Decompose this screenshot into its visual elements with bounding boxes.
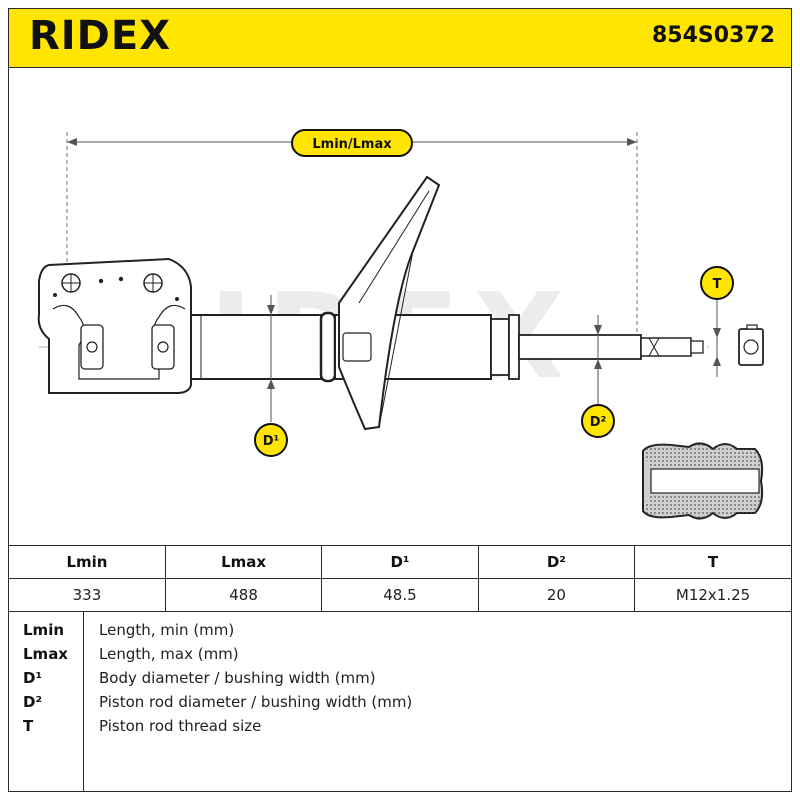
legend-item: Lmin Length, min (mm) — [9, 621, 791, 645]
legend-key: D² — [23, 693, 43, 711]
brand-logo: RIDEX — [29, 13, 172, 59]
bracket-tab — [342, 332, 372, 362]
legend-item: D² Piston rod diameter / bushing width (… — [9, 693, 791, 717]
length-badge — [291, 129, 413, 157]
legend-description: Length, min (mm) — [99, 621, 235, 639]
header-bar: RIDEX 854S0372 — [9, 9, 791, 68]
t-badge — [700, 266, 734, 300]
nut-icon — [738, 328, 764, 366]
spring-seat-ring — [319, 311, 337, 383]
table-header: D² — [477, 545, 636, 579]
spring-seat-plate — [338, 175, 441, 431]
legend-item: T Piston rod thread size — [9, 717, 791, 741]
spec-table: Lmin Lmax D¹ D² T 333 488 48.5 20 M12x1.… — [9, 545, 791, 612]
t-badge-label: T — [713, 277, 722, 292]
legend-key: D¹ — [23, 669, 43, 687]
legend-description: Length, max (mm) — [99, 645, 239, 663]
piston-rod — [518, 334, 642, 360]
legend-item: D¹ Body diameter / bushing width (mm) — [9, 669, 791, 693]
arrow-right-icon — [627, 138, 637, 146]
legend-key: Lmax — [23, 645, 68, 663]
legend-description: Body diameter / bushing width (mm) — [99, 669, 376, 687]
table-cell: M12x1.25 — [634, 578, 791, 612]
table-header: Lmax — [164, 545, 323, 579]
legend-divider — [83, 611, 84, 791]
legend: Lmin Length, min (mm) Lmax Length, max (… — [9, 611, 791, 791]
length-badge-label: Lmin/Lmax — [312, 137, 392, 152]
damper-body — [190, 314, 322, 380]
bolt-slot — [151, 324, 175, 370]
spec-sheet: RIDEX 854S0372 RIDEX Lmin/Lmax — [8, 8, 792, 792]
top-cap — [508, 314, 520, 380]
legend-description: Piston rod thread size — [99, 717, 262, 735]
table-cell: 333 — [9, 578, 166, 612]
d1-badge-label: D¹ — [263, 434, 280, 449]
d2-badge — [581, 404, 615, 438]
table-row: 333 488 48.5 20 M12x1.25 — [9, 578, 791, 612]
d1-badge — [254, 423, 288, 457]
rod-thread — [640, 337, 692, 357]
table-cell: 488 — [164, 578, 323, 612]
bracket-contour — [52, 304, 186, 380]
bump-stop-icon — [642, 442, 764, 520]
table-cell: 20 — [477, 578, 636, 612]
table-header-row: Lmin Lmax D¹ D² T — [9, 545, 791, 579]
table-header: T — [634, 545, 791, 579]
bolt-slot — [80, 324, 104, 370]
shock-absorber-diagram: RIDEX Lmin/Lmax — [37, 129, 764, 520]
legend-item: Lmax Length, max (mm) — [9, 645, 791, 669]
legend-description: Piston rod diameter / bushing width (mm) — [99, 693, 413, 711]
d2-badge-label: D² — [590, 415, 607, 430]
legend-key: T — [23, 717, 34, 735]
arrow-left-icon — [67, 138, 77, 146]
table-header: Lmin — [9, 545, 166, 579]
part-number: 854S0372 — [652, 23, 775, 48]
technical-drawing: RIDEX Lmin/Lmax — [9, 67, 791, 545]
table-header: D¹ — [321, 545, 479, 579]
body-collar — [490, 318, 510, 376]
legend-key: Lmin — [23, 621, 65, 639]
table-cell: 48.5 — [321, 578, 479, 612]
